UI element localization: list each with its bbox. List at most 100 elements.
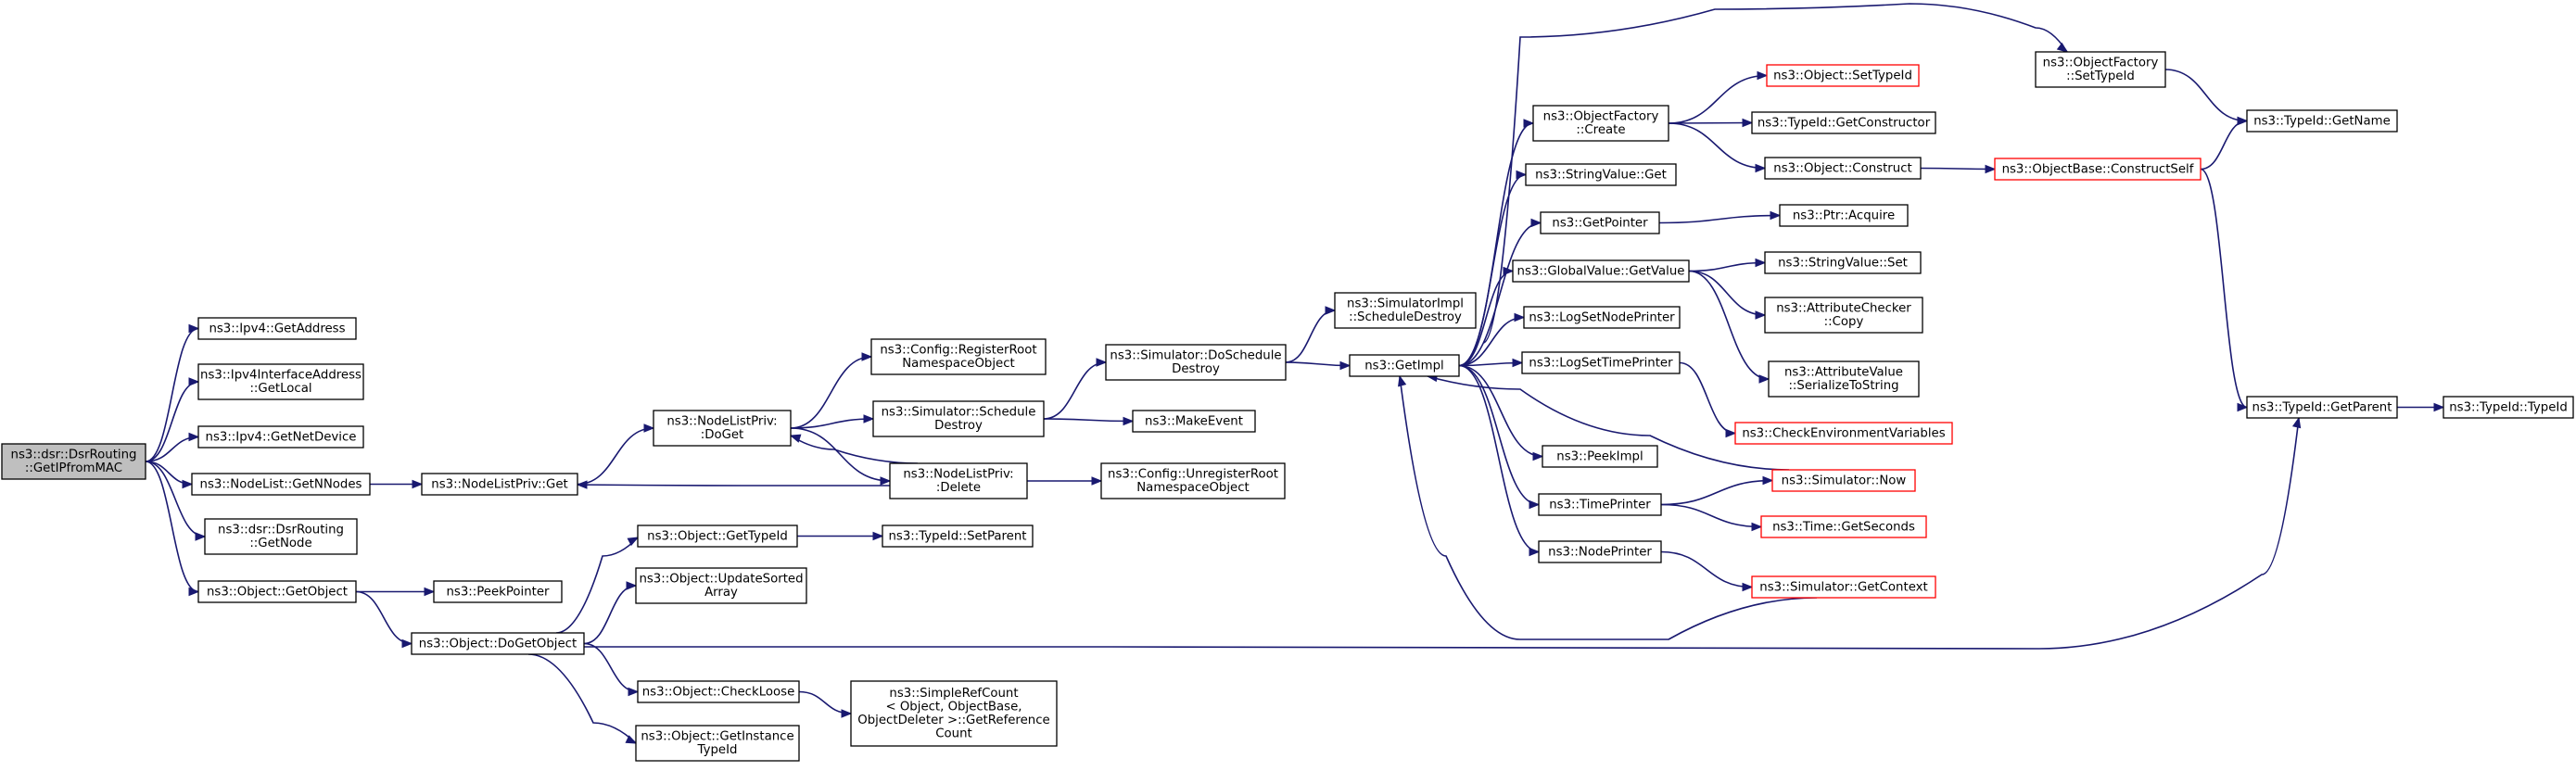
- edge-getpointer-to-ptr_acquire: [1658, 214, 1781, 224]
- node-peekimpl[interactable]: ns3::PeekImpl: [1542, 445, 1658, 468]
- edge-objfactory_create-to-object_settypeid-arrowhead: [1757, 70, 1769, 81]
- edge-nlp_doget-to-nlp_delete: [790, 427, 891, 482]
- edge-object_getobject-to-object_dogetobject: [355, 590, 412, 645]
- node-typeid_getname[interactable]: ns3::TypeId::GetName: [2246, 109, 2398, 133]
- node-box: [635, 725, 800, 762]
- node-label: ns3::Object::GetInstance: [641, 730, 793, 744]
- node-config_unregisterroot[interactable]: ns3::Config::UnregisterRootNamespaceObje…: [1100, 462, 1286, 499]
- node-timeprinter[interactable]: ns3::TimePrinter: [1538, 493, 1662, 516]
- node-nodeprinter[interactable]: ns3::NodePrinter: [1538, 540, 1662, 563]
- node-simulator_now[interactable]: ns3::Simulator::Now: [1771, 469, 1916, 492]
- edge-nlp_doget-to-sim_scheduledestroy-arrowhead: [863, 414, 875, 423]
- node-label: ns3::Ptr::Acquire: [1793, 209, 1895, 222]
- edge-object_dogetobject-to-object_gettypeid-arrowhead: [627, 537, 640, 547]
- node-simimpl_scheduledestroy[interactable]: ns3::SimulatorImpl::ScheduleDestroy: [1334, 292, 1477, 329]
- node-label: ns3::LogSetTimePrinter: [1529, 356, 1673, 370]
- node-box: [850, 680, 1058, 747]
- node-ipv4_getaddress[interactable]: ns3::Ipv4::GetAddress: [197, 317, 357, 340]
- node-checkenvvars[interactable]: ns3::CheckEnvironmentVariables: [1734, 422, 1953, 445]
- node-peekpointer[interactable]: ns3::PeekPointer: [433, 580, 563, 603]
- node-time_getseconds[interactable]: ns3::Time::GetSeconds: [1760, 515, 1927, 538]
- edge-getimpl-to-getpointer: [1458, 221, 1542, 367]
- node-box: [2246, 109, 2398, 133]
- node-makeevent[interactable]: ns3::MakeEvent: [1132, 410, 1256, 433]
- node-object_settypeid[interactable]: ns3::Object::SetTypeId: [1766, 64, 1920, 87]
- edge-globalvalue_getvalue-to-stringvalue_set: [1688, 261, 1766, 272]
- node-nodelist_getnnodes[interactable]: ns3::NodeList::GetNNodes: [191, 473, 371, 496]
- edge-timeprinter-to-simulator_now-arrowhead: [1762, 475, 1774, 486]
- node-objfactory_settypeid[interactable]: ns3::ObjectFactory::SetTypeId: [2035, 51, 2166, 88]
- node-simplerefcount[interactable]: ns3::SimpleRefCount< Object, ObjectBase,…: [850, 680, 1058, 747]
- node-sim_scheduledestroy[interactable]: ns3::Simulator::ScheduleDestroy: [872, 400, 1045, 437]
- node-stringvalue_set[interactable]: ns3::StringValue::Set: [1764, 251, 1922, 274]
- node-label: ns3::Object::GetTypeId: [647, 529, 788, 543]
- node-simulator_getcontext[interactable]: ns3::Simulator::GetContext: [1751, 575, 1936, 599]
- node-nlp_doget[interactable]: ns3::NodeListPriv::DoGet: [653, 410, 792, 447]
- edge-object_construct-to-objectbase_constructself-arrowhead: [1985, 164, 1997, 174]
- node-label: ns3::TypeId::GetConstructor: [1758, 116, 1931, 130]
- edge-getimpl-to-nodeprinter: [1458, 364, 1540, 553]
- node-attributevalue_serialize[interactable]: ns3::AttributeValue::SerializeToString: [1768, 360, 1920, 398]
- node-ptr_acquire[interactable]: ns3::Ptr::Acquire: [1779, 204, 1909, 227]
- node-root[interactable]: ns3::dsr::DsrRouting::GetIPfromMAC: [1, 443, 146, 480]
- node-layer: ns3::dsr::DsrRouting::GetIPfromMAC ns3::I…: [1, 51, 2574, 762]
- node-label: ::Create: [1576, 123, 1625, 137]
- node-label: ns3::StringValue::Get: [1535, 168, 1667, 182]
- edge-nlp_get-to-nlp_doget-arrowhead: [643, 423, 655, 433]
- node-box: [1764, 157, 1922, 180]
- edge-getimpl-to-timeprinter: [1458, 364, 1540, 506]
- node-objectbase_constructself[interactable]: ns3::ObjectBase::ConstructSelf: [1994, 158, 2202, 181]
- edge-objfactory_create-to-typeid_getconstructor-arrowhead: [1742, 118, 1754, 128]
- node-label: ns3::TypeId::TypeId: [2449, 400, 2568, 414]
- node-label: ns3::Simulator::DoSchedule: [1110, 349, 1281, 363]
- node-object_checkloose[interactable]: ns3::Object::CheckLoose: [637, 680, 800, 703]
- edge-getimpl-to-stringvalue_get: [1458, 173, 1527, 367]
- node-nlp_delete[interactable]: ns3::NodeListPriv::Delete: [889, 462, 1028, 499]
- node-typeid_getparent[interactable]: ns3::TypeId::GetParent: [2246, 396, 2398, 419]
- edge-simulator_now-to-getimpl: [1427, 375, 1790, 471]
- node-globalvalue_getvalue[interactable]: ns3::GlobalValue::GetValue: [1512, 259, 1690, 283]
- node-ipv4ia_getlocal[interactable]: ns3::Ipv4InterfaceAddress::GetLocal: [197, 363, 364, 400]
- edge-root-to-ipv4ia_getlocal-arrowhead: [188, 377, 200, 386]
- node-dsr_getnode[interactable]: ns3::dsr::DsrRouting::GetNode: [204, 518, 358, 555]
- node-typeid_setparent[interactable]: ns3::TypeId::SetParent: [882, 525, 1034, 548]
- node-getimpl[interactable]: ns3::GetImpl: [1349, 354, 1460, 377]
- node-label: :Delete: [936, 481, 981, 495]
- node-object_getobject[interactable]: ns3::Object::GetObject: [197, 580, 357, 603]
- node-ipv4_getnetdevice[interactable]: ns3::Ipv4::GetNetDevice: [197, 425, 364, 449]
- node-box: [889, 462, 1028, 499]
- node-object_dogetobject[interactable]: ns3::Object::DoGetObject: [411, 632, 585, 655]
- node-box: [197, 425, 364, 449]
- node-box: [1532, 105, 1669, 142]
- node-object_gettypeid[interactable]: ns3::Object::GetTypeId: [637, 525, 798, 548]
- edge-getimpl-to-objfactory_settypeid: [1482, 3, 2068, 344]
- node-object_construct[interactable]: ns3::Object::Construct: [1764, 157, 1922, 180]
- edge-getimpl-to-logsetnodeprinter-arrowhead: [1514, 312, 1526, 322]
- edge-object_getobject-to-peekpointer-arrowhead: [424, 587, 436, 597]
- node-typeid_typeid[interactable]: ns3::TypeId::TypeId: [2443, 396, 2574, 419]
- node-nlp_get[interactable]: ns3::NodeListPriv::Get: [421, 473, 578, 496]
- node-typeid_getconstructor[interactable]: ns3::TypeId::GetConstructor: [1751, 111, 1936, 134]
- node-objfactory_create[interactable]: ns3::ObjectFactory::Create: [1532, 105, 1669, 142]
- edge-globalvalue_getvalue-to-attributechecker_copy: [1688, 270, 1766, 316]
- edge-object_checkloose-to-simplerefcount-arrowhead: [841, 709, 853, 718]
- node-box: [637, 680, 800, 703]
- node-logsetnodeprinter[interactable]: ns3::LogSetNodePrinter: [1523, 306, 1681, 329]
- edge-object_getobject-to-object_dogetobject-arrowhead: [401, 638, 413, 649]
- edge-getimpl-to-nodeprinter-arrowhead: [1529, 547, 1541, 557]
- node-box: [1764, 251, 1922, 274]
- node-attributechecker_copy[interactable]: ns3::AttributeChecker::Copy: [1764, 297, 1923, 334]
- node-getpointer[interactable]: ns3::GetPointer: [1540, 211, 1660, 234]
- node-logsettimeprinter[interactable]: ns3::LogSetTimePrinter: [1521, 351, 1681, 374]
- node-box: [1132, 410, 1256, 433]
- node-label: ns3::Object::GetObject: [207, 585, 348, 599]
- edge-object_dogetobject-to-object_gettypeid: [555, 537, 639, 634]
- node-box: [2443, 396, 2574, 419]
- node-box: [1764, 297, 1923, 334]
- node-stringvalue_get[interactable]: ns3::StringValue::Get: [1525, 163, 1677, 186]
